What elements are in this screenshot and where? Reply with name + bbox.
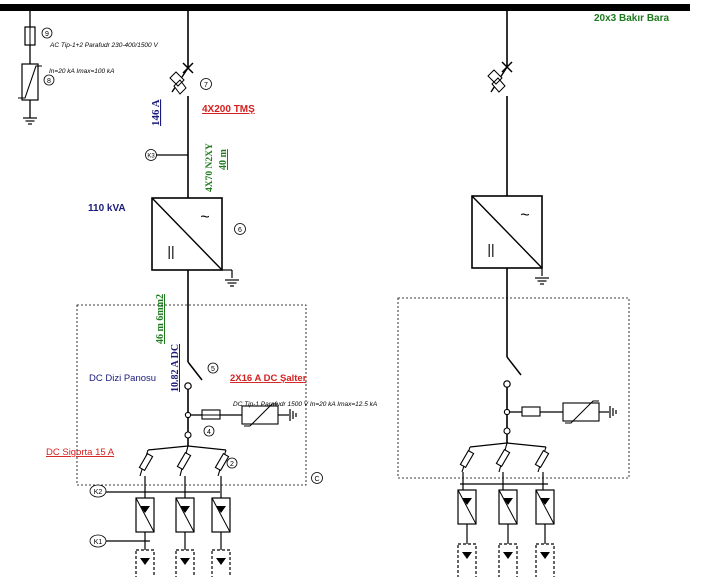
dc-current-label: 10.82 A DC (170, 344, 181, 392)
marker-k3 (145, 149, 157, 161)
svg-text:K2: K2 (94, 489, 103, 496)
ac-surge-label: AC Tip-1+2 Parafudr 230-400/1500 V (49, 42, 158, 49)
busbar-label: 20x3 Bakır Bara (594, 13, 669, 24)
dc-fuse-label: DC Sigorta 15 A (46, 447, 115, 458)
svg-text:C: C (314, 476, 319, 483)
right-inverter (471, 195, 550, 285)
ac-cable-length: 40 m (218, 149, 229, 171)
breaker-label: 4X200 TMŞ (202, 104, 255, 115)
left-inverter (151, 197, 240, 287)
dc-surge-label: DC Tip-1 Parafudr 1500 V In=20 kA Imax=1… (233, 401, 377, 408)
right-feeder-line (487, 11, 513, 196)
left-feeder-line (169, 11, 194, 198)
right-dc-node-lower (503, 427, 511, 435)
dc-panel-box (76, 304, 307, 486)
right-dc-surge-protector (507, 400, 617, 424)
busbar (0, 4, 690, 11)
dc-node (184, 411, 192, 419)
right-pv-strings (457, 472, 555, 577)
marker-9 (41, 27, 53, 39)
marker-c (311, 472, 323, 484)
inverter-power-label: 110 kVA (88, 203, 126, 214)
marker-7 (200, 78, 212, 90)
ac-current-label: 146 A (150, 99, 162, 126)
right-inverter-ac-symbol: ~ (520, 207, 529, 224)
marker-k2 (89, 484, 107, 498)
right-dc-panel-box (397, 297, 630, 479)
dc-surge-protector (188, 403, 297, 427)
marker-6 (234, 223, 246, 235)
right-dc-switch (503, 268, 522, 443)
ac-surge-protector (18, 11, 42, 125)
marker-2 (226, 457, 238, 469)
marker-5 (207, 362, 219, 374)
marker-8 (43, 74, 55, 86)
svg-text:2: 2 (230, 461, 234, 468)
marker-4 (203, 425, 215, 437)
dc-node-lower (184, 431, 192, 439)
right-dc-fuse-branches (459, 442, 550, 473)
ac-surge-rating: In=20 kA Imax=100 kA (49, 68, 115, 75)
dc-switch-label: 2X16 A DC Şalter (230, 373, 307, 384)
svg-text:K1: K1 (94, 539, 103, 546)
svg-text:4: 4 (207, 429, 211, 436)
dc-fuse-branches (138, 445, 230, 477)
inverter-ac-symbol: ~ (200, 209, 209, 226)
svg-text:6: 6 (238, 227, 242, 234)
right-dc-node (503, 408, 511, 416)
left-pv-strings (104, 476, 231, 577)
right-inverter-dc-symbol: || (487, 241, 494, 257)
dc-panel-label: DC Dizi Panosu (89, 373, 156, 384)
dc-cable-label: 46 m 6mm2 (155, 294, 166, 344)
svg-text:K3: K3 (147, 154, 155, 160)
svg-text:8: 8 (47, 78, 51, 85)
svg-text:9: 9 (45, 31, 49, 38)
svg-text:7: 7 (204, 82, 208, 89)
svg-text:5: 5 (211, 366, 215, 373)
marker-k1 (89, 534, 107, 548)
inverter-dc-symbol: || (167, 243, 174, 259)
ac-cable-type: 4X70 N2XY (205, 143, 215, 192)
